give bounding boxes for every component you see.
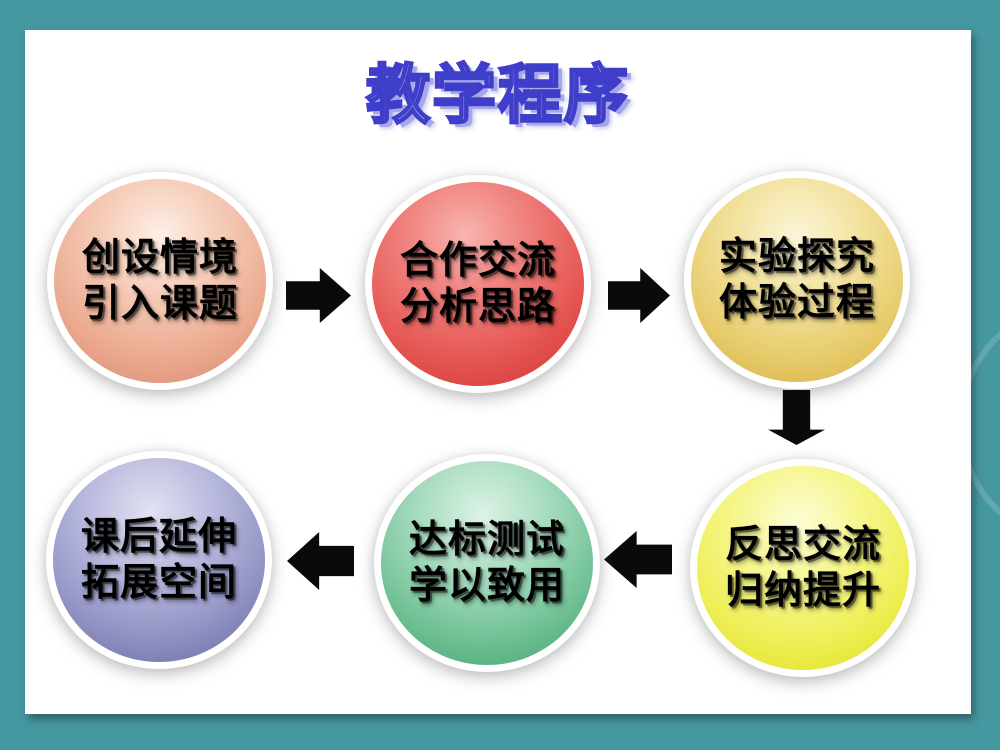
flow-step-6-label: 课后延伸 拓展空间 — [81, 514, 237, 607]
step-label-line: 合作交流 — [399, 239, 556, 282]
flow-step-3-label: 实验探究 体验过程 — [719, 234, 875, 327]
step-label-line: 体验过程 — [718, 282, 875, 324]
step-label-line: 学以致用 — [408, 565, 565, 607]
step-label-line: 反思交流 — [724, 523, 881, 566]
flow-step-5-label: 达标测试 学以致用 — [409, 517, 565, 610]
slide-canvas: 教学程序 创设情境 引入课题 合作交流 分析思路 实验探究 体验过程 反思交 — [25, 30, 971, 714]
step-label-line: 拓展空间 — [80, 562, 237, 604]
arrow-left-icon-step5-step6 — [287, 532, 354, 590]
slide-title: 教学程序 — [365, 58, 630, 133]
arrow-left-icon-step4-step5 — [604, 531, 672, 588]
arrow-right-icon-step2-step3 — [608, 268, 670, 323]
arrow-down-icon-step3-step4 — [768, 390, 825, 445]
flow-step-3-bubble: 实验探究 体验过程 — [691, 178, 903, 382]
step-label-line: 达标测试 — [408, 518, 565, 561]
step-label-line: 引入课题 — [81, 283, 238, 325]
flow-step-4-label: 反思交流 归纳提升 — [725, 522, 881, 615]
flow-step-4-bubble: 反思交流 归纳提升 — [697, 466, 909, 670]
flow-step-2-bubble: 合作交流 分析思路 — [372, 182, 584, 386]
arrow-right-icon-step1-step2 — [286, 268, 351, 323]
flow-step-2-label: 合作交流 分析思路 — [400, 238, 556, 331]
step-label-line: 归纳提升 — [724, 570, 881, 612]
step-label-line: 创设情境 — [81, 236, 238, 279]
step-label-line: 课后延伸 — [80, 515, 237, 558]
step-label-line: 分析思路 — [399, 286, 556, 328]
flow-step-1-bubble: 创设情境 引入课题 — [54, 179, 266, 383]
step-label-line: 实验探究 — [718, 235, 875, 278]
flow-step-1-label: 创设情境 引入课题 — [82, 235, 238, 328]
flow-step-6-bubble: 课后延伸 拓展空间 — [53, 458, 265, 662]
flow-step-5-bubble: 达标测试 学以致用 — [381, 461, 593, 665]
